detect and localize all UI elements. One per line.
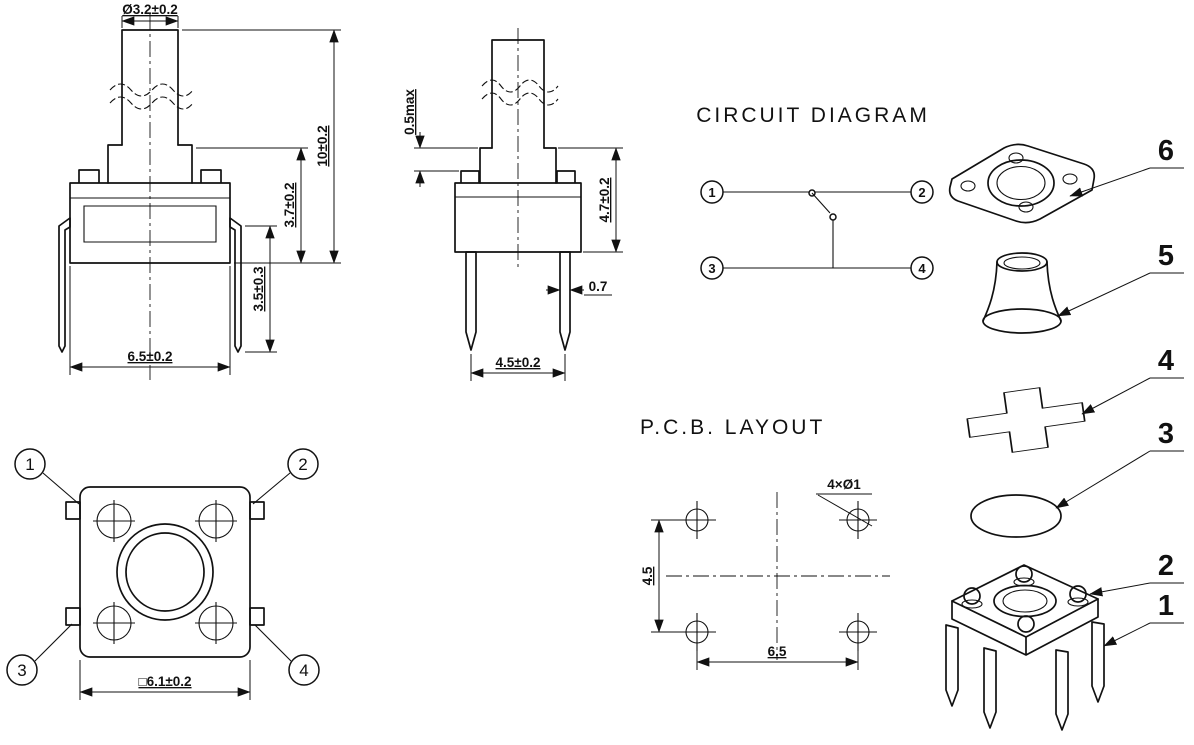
pin-4-number: 4 [299,661,308,680]
exploded-view: 6 5 4 3 2 1 [945,135,1184,731]
front-break-line [109,83,194,97]
part-callout-4: 4 [1081,345,1184,415]
dim-pcb-vertical-label: 4.5 [640,566,655,585]
dim-standoff: 0.5max [402,89,478,187]
side-view: 0.5max 4.7±0.2 0.7 4.5±0.2 [402,28,623,381]
part-1-number: 1 [1158,590,1174,622]
side-break-line [481,79,559,93]
dim-body-width: 6.5±0.2 [69,266,231,375]
part-callout-2: 2 [1089,550,1184,597]
front-break-line [109,96,194,110]
dim-total-height-label: 10±0.2 [315,125,330,166]
circuit-diagram-title: CIRCUIT DIAGRAM [696,104,930,127]
front-body [69,169,231,264]
dim-square-size-label: □6.1±0.2 [138,674,191,689]
circuit-pin-2-number: 2 [918,185,925,200]
part-2-number: 2 [1158,550,1174,582]
dim-square-size: □6.1±0.2 [79,660,251,700]
part-4-number: 4 [1158,345,1174,377]
front-lead-right [229,217,242,353]
exploded-part-dome [970,494,1062,538]
bottom-body-outline [79,486,251,658]
dim-cap-diameter: Ø3.2±0.2 [121,2,179,28]
part-callout-3: 3 [1055,418,1184,509]
dim-body-height: 3.7±0.2 [196,147,308,264]
circuit-switch-lever [811,192,831,214]
dim-total-height: 10±0.2 [182,29,341,264]
exploded-part-cover [948,143,1096,224]
part-6-number: 6 [1158,135,1174,167]
front-view: Ø3.2±0.2 10±0.2 3.7±0.2 3.5±0.3 6.5±0.2 [58,2,341,380]
dim-pcb-horizontal-pitch: 6.5 [696,644,859,670]
pin-3-number: 3 [17,661,26,680]
exploded-part-base [945,564,1105,731]
circuit-pin-1: 1 [700,180,724,204]
circuit-pin-4-number: 4 [918,261,926,276]
bottom-corner-posts [93,500,237,644]
pin-callout-1: 1 [14,448,80,505]
dim-lead-pitch: 4.5±0.2 [470,354,566,381]
dim-standoff-label: 0.5max [402,89,417,135]
exploded-base-posts [961,565,1089,633]
pin-2-number: 2 [298,455,307,474]
bottom-side-tabs [65,501,265,626]
side-collar [479,147,557,184]
bottom-button-inner [125,532,205,612]
exploded-part-cap [982,252,1062,334]
pcb-hole-callout: 4×Ø1 [816,477,873,527]
side-pin-left [465,251,477,351]
circuit-pin-3-number: 3 [708,261,715,276]
dim-pcb-horizontal-label: 6.5 [768,644,787,659]
circuit-pin-1-number: 1 [708,185,715,200]
side-break-line [481,92,559,106]
exploded-base-legs [945,621,1105,731]
bottom-button-outer [116,523,214,621]
dim-cap-diameter-label: Ø3.2±0.2 [122,2,177,17]
dim-lead-pitch-label: 4.5±0.2 [496,355,541,370]
dim-lead-length-label: 3.5±0.3 [251,266,266,311]
dim-body-height-label: 3.7±0.2 [282,183,297,228]
side-pin-right [559,251,571,351]
pcb-layout-title: P.C.B. LAYOUT [640,416,825,439]
dim-pcb-vertical-pitch: 4.5 [640,519,685,633]
part-3-number: 3 [1158,418,1174,450]
pin-callout-3: 3 [6,623,73,686]
pin-callout-2: 2 [252,448,319,505]
front-lead-left [58,217,71,353]
pin-callout-4: 4 [254,624,320,686]
pcb-holes [678,501,877,651]
circuit-pin-3: 3 [700,256,724,280]
pcb-layout: P.C.B. LAYOUT 4×Ø1 4.5 6.5 [640,416,890,670]
part-callout-5: 5 [1057,240,1184,317]
part-callout-6: 6 [1069,135,1184,197]
dim-lead-width-label: 0.7 [589,279,608,294]
bottom-view: 1 2 3 4 □6.1±0.2 [6,448,320,700]
circuit-pin-2: 2 [910,180,934,204]
circuit-contact-moving [829,213,837,221]
side-stem [491,39,545,149]
part-5-number: 5 [1158,240,1174,272]
front-body-inner [83,205,217,243]
dim-side-height: 4.7±0.2 [558,147,623,253]
pin-1-number: 1 [25,455,34,474]
dim-side-height-label: 4.7±0.2 [597,178,612,223]
side-body [454,170,582,253]
circuit-diagram: CIRCUIT DIAGRAM 1 2 3 4 [696,104,934,280]
dim-body-width-label: 6.5±0.2 [128,349,173,364]
exploded-part-contact-plate [966,387,1086,453]
circuit-pin-4: 4 [910,256,934,280]
dim-lead-length: 3.5±0.3 [245,225,277,353]
dim-lead-width: 0.7 [546,279,612,296]
front-collar [107,144,193,184]
part-callout-1: 1 [1103,590,1184,647]
pcb-hole-label: 4×Ø1 [827,477,861,492]
front-stem [121,29,179,146]
